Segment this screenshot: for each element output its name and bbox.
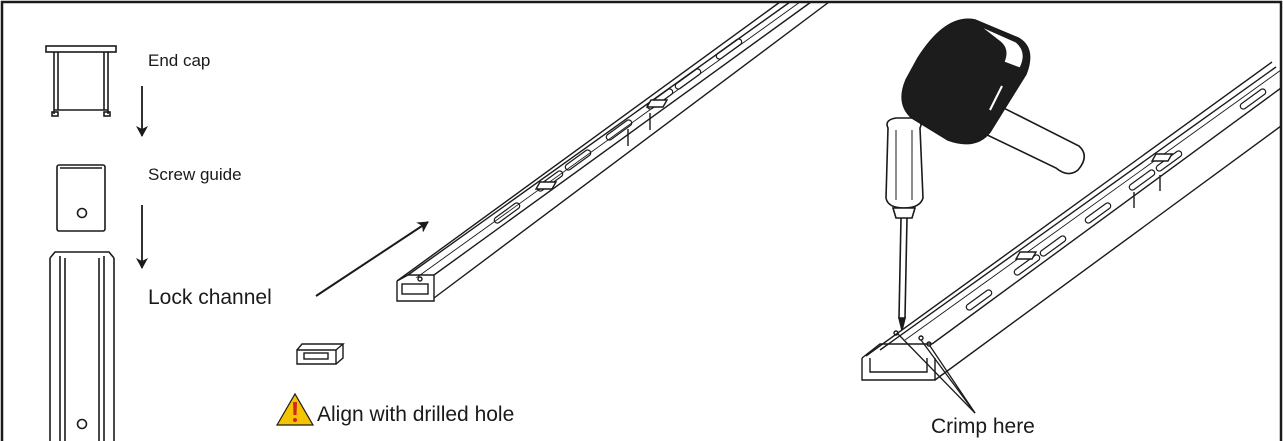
lock-channel-label: Lock channel <box>148 286 272 309</box>
align-note-label: Align with drilled hole <box>317 403 515 426</box>
small-end-cap-part <box>296 343 345 365</box>
lock-channel-rail-right <box>861 61 1282 381</box>
warning-triangle-icon <box>275 392 315 426</box>
screw-guide-label: Screw guide <box>148 165 242 184</box>
lock-channel-rail <box>396 1 830 302</box>
screwdriver-icon <box>885 117 924 331</box>
arrow-icon <box>315 221 429 297</box>
end-cap-part <box>45 45 117 117</box>
end-cap-label: End cap <box>148 51 211 70</box>
mallet-icon <box>901 18 1086 175</box>
crimp-here-label: Crimp here <box>931 415 1035 438</box>
rail-slots <box>965 88 1267 311</box>
rail-slots <box>493 38 743 224</box>
lock-channel-part <box>49 251 115 441</box>
screw-guide-part <box>56 164 106 232</box>
crimp-pointers <box>897 333 976 414</box>
